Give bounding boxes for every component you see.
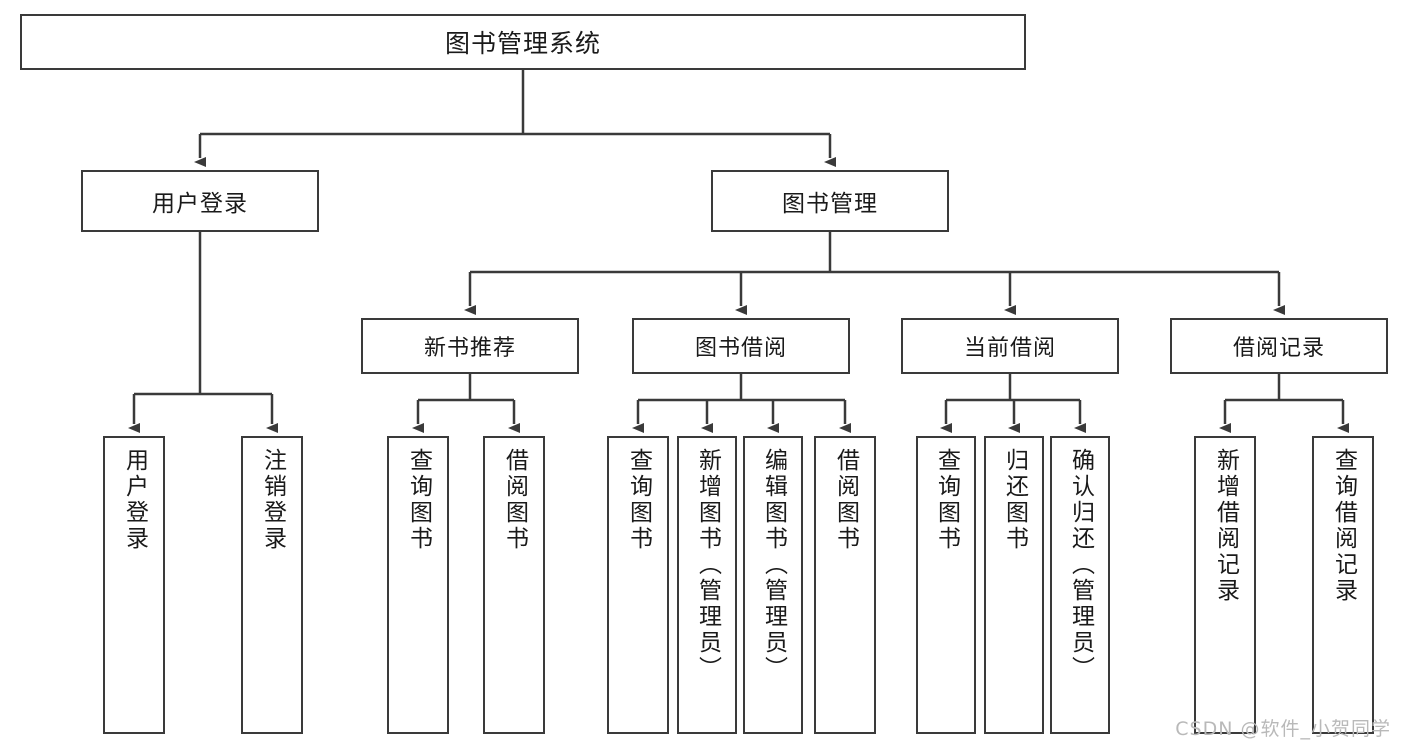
leaf-return-book[interactable]: 归还图书 bbox=[984, 436, 1044, 734]
node-label: 编辑图书（管理员） bbox=[760, 448, 787, 682]
watermark-text: CSDN @软件_小贺同学 bbox=[1175, 718, 1391, 740]
node-label: 图书借阅 bbox=[694, 336, 787, 361]
leaf-query-borrow-record[interactable]: 查询借阅记录 bbox=[1312, 436, 1374, 734]
leaf-query-book-borrow[interactable]: 查询图书 bbox=[607, 436, 669, 734]
node-borrow-record[interactable]: 借阅记录 bbox=[1170, 318, 1388, 374]
node-label: 新增图书（管理员） bbox=[694, 448, 721, 682]
node-label: 查询图书 bbox=[625, 448, 652, 552]
node-label: 查询图书 bbox=[405, 448, 432, 552]
leaf-borrow-book-newbook[interactable]: 借阅图书 bbox=[483, 436, 545, 734]
node-label: 图书管理 bbox=[782, 191, 878, 217]
node-label: 归还图书 bbox=[1001, 448, 1028, 552]
leaf-add-borrow-record[interactable]: 新增借阅记录 bbox=[1194, 436, 1256, 734]
node-label: 用户登录 bbox=[121, 448, 148, 552]
node-label: 查询图书 bbox=[933, 448, 960, 552]
node-new-book-recommend[interactable]: 新书推荐 bbox=[361, 318, 579, 374]
node-label: 注销登录 bbox=[259, 448, 286, 552]
node-label: 借阅图书 bbox=[501, 448, 528, 552]
node-label: 新增借阅记录 bbox=[1212, 448, 1239, 604]
leaf-borrow-book[interactable]: 借阅图书 bbox=[814, 436, 876, 734]
node-label: 当前借阅 bbox=[963, 336, 1056, 361]
leaf-confirm-return-admin[interactable]: 确认归还（管理员） bbox=[1050, 436, 1110, 734]
leaf-query-book-current[interactable]: 查询图书 bbox=[916, 436, 976, 734]
leaf-edit-book-admin[interactable]: 编辑图书（管理员） bbox=[743, 436, 803, 734]
leaf-add-book-admin[interactable]: 新增图书（管理员） bbox=[677, 436, 737, 734]
node-label: 图书管理系统 bbox=[444, 29, 601, 58]
leaf-query-book-newbook[interactable]: 查询图书 bbox=[387, 436, 449, 734]
node-label: 用户登录 bbox=[152, 191, 248, 217]
node-current-borrow[interactable]: 当前借阅 bbox=[901, 318, 1119, 374]
node-label: 查询借阅记录 bbox=[1330, 448, 1357, 604]
node-label: 确认归还（管理员） bbox=[1067, 448, 1094, 682]
node-label: 借阅记录 bbox=[1232, 336, 1325, 361]
leaf-logout-login[interactable]: 注销登录 bbox=[241, 436, 303, 734]
node-book-borrow[interactable]: 图书借阅 bbox=[632, 318, 850, 374]
node-user-login[interactable]: 用户登录 bbox=[81, 170, 319, 232]
node-label: 借阅图书 bbox=[832, 448, 859, 552]
node-root-system[interactable]: 图书管理系统 bbox=[20, 14, 1026, 70]
node-book-management[interactable]: 图书管理 bbox=[711, 170, 949, 232]
node-label: 新书推荐 bbox=[423, 336, 516, 361]
leaf-user-login[interactable]: 用户登录 bbox=[103, 436, 165, 734]
